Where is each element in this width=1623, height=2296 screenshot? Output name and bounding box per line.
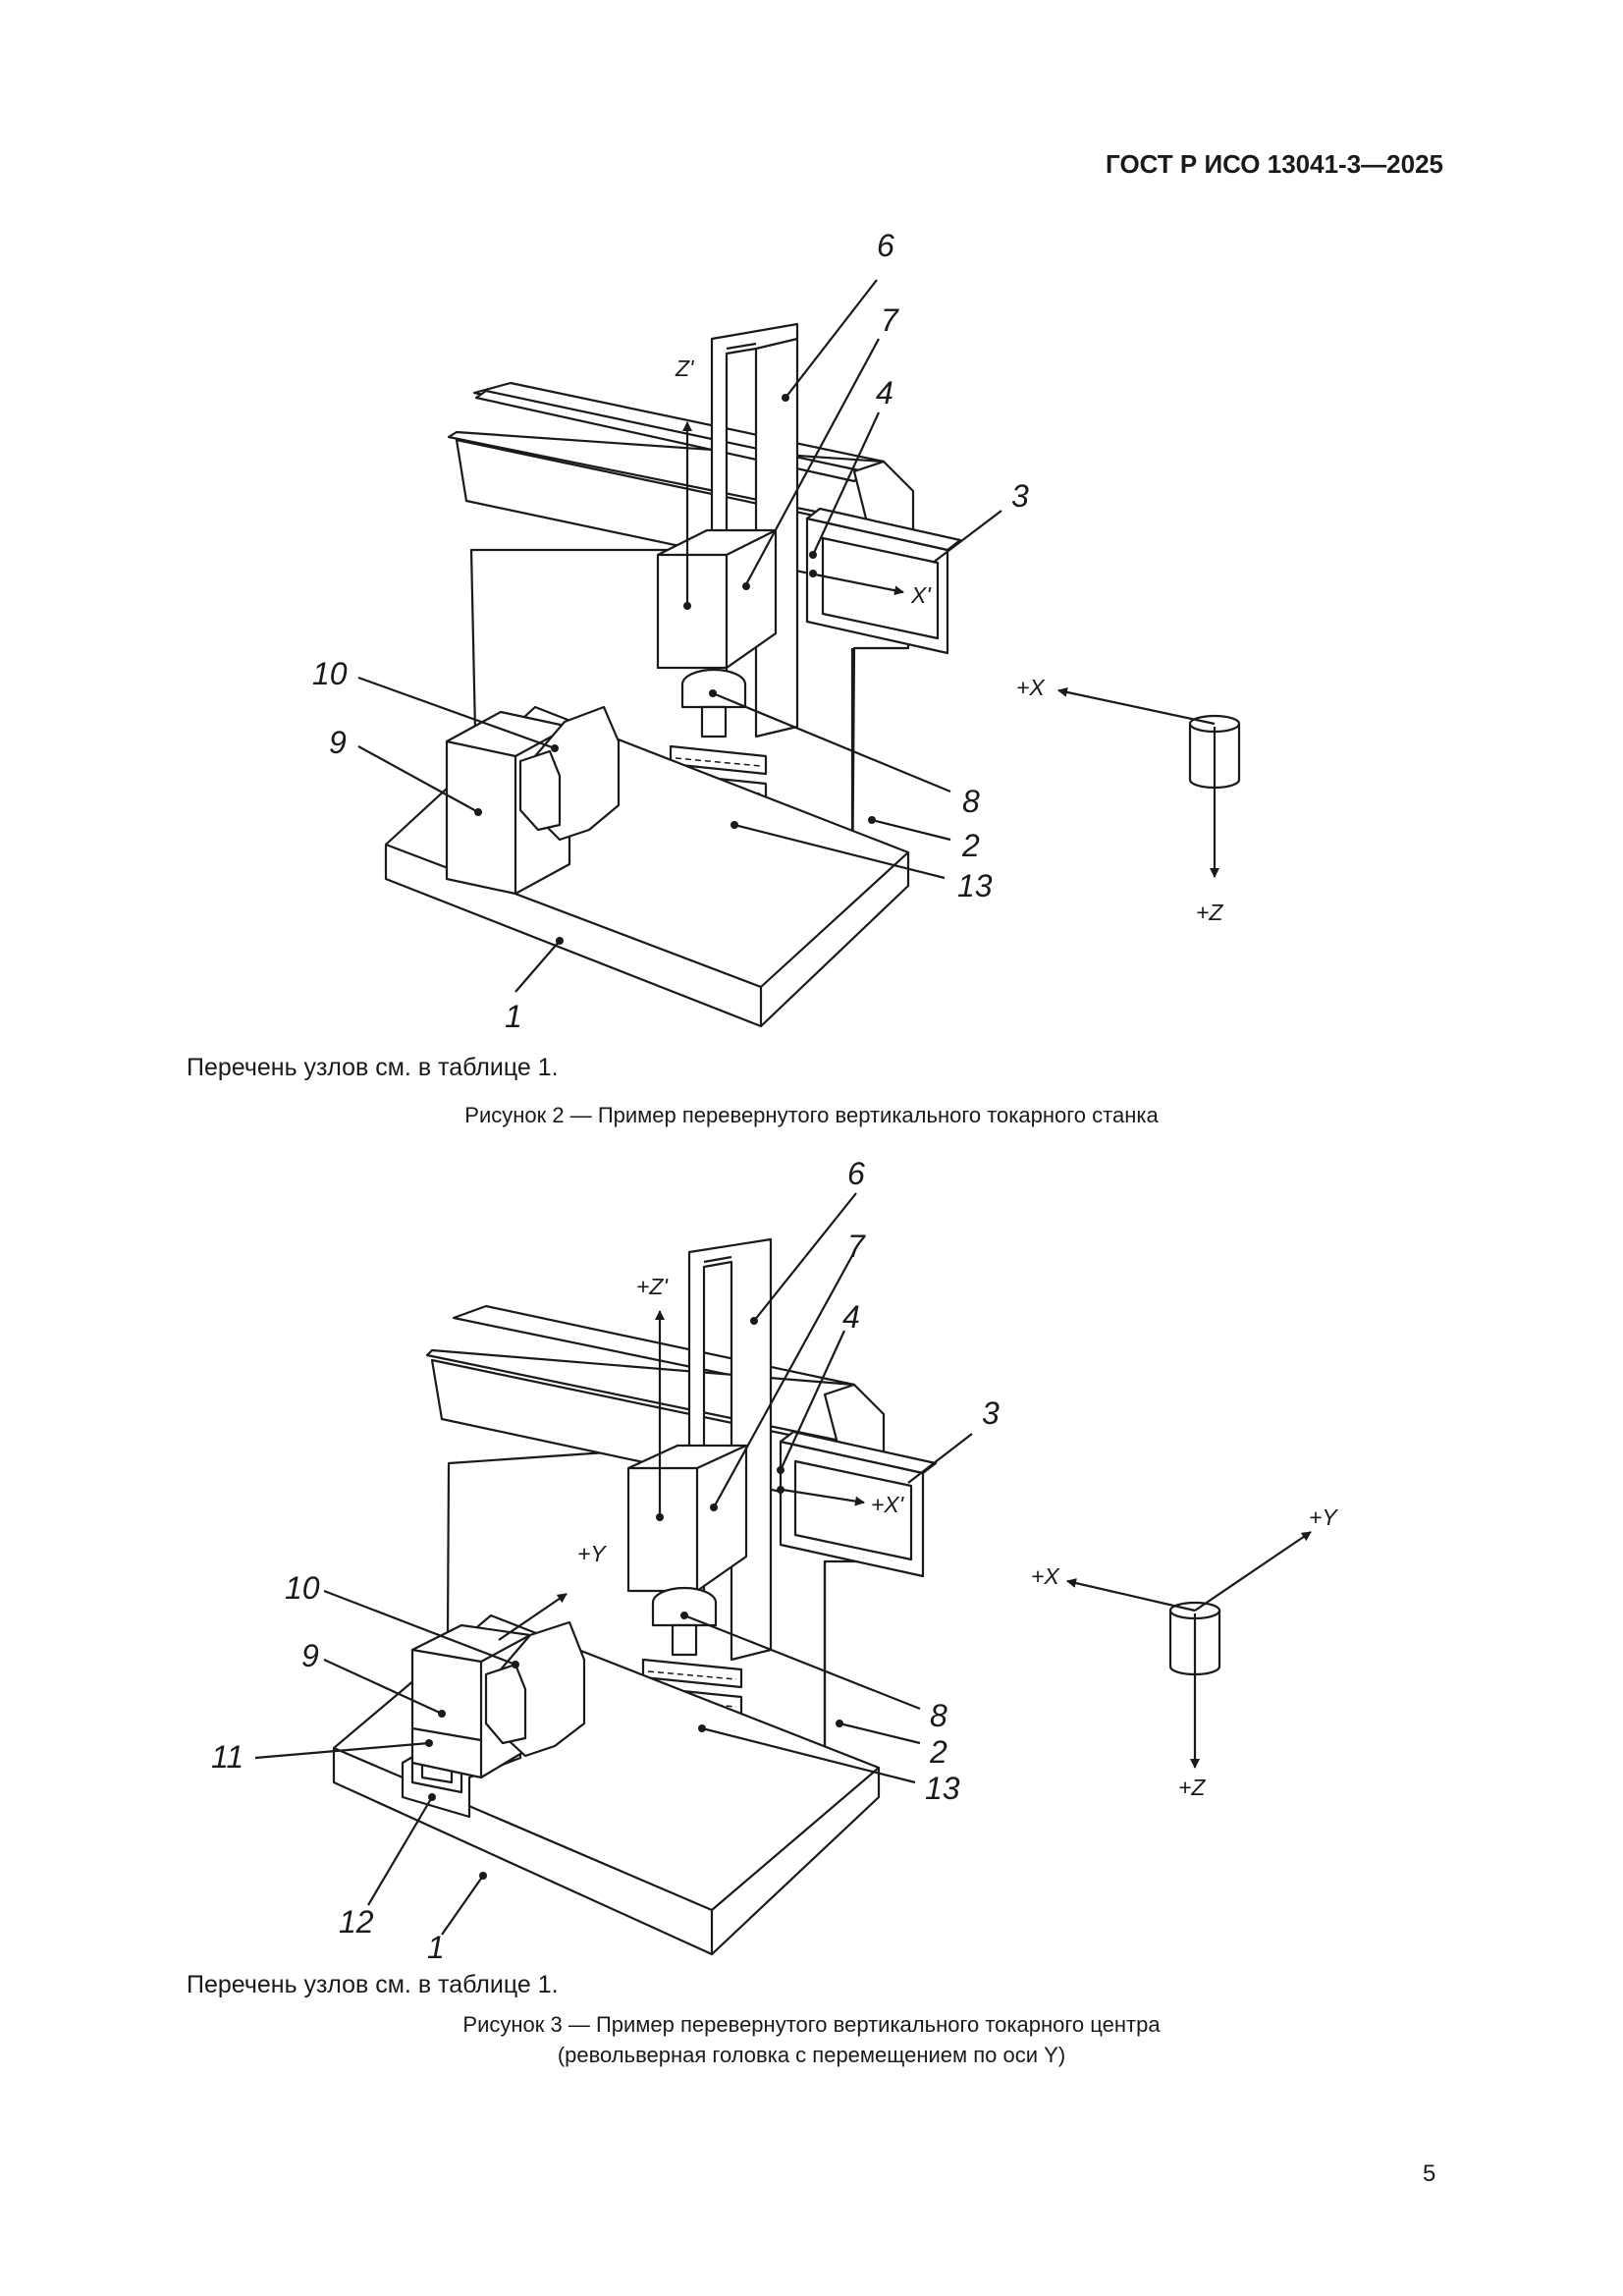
axis-x-prime: +X' [871, 1492, 905, 1517]
figure-2-drawing: 6 7 4 3 10 9 8 2 13 1 Z' X' +X +Z [312, 228, 1241, 1034]
figure-3-caption-line-1: Рисунок 3 — Пример перевернутого вертика… [462, 2012, 1161, 2037]
spindle-head [626, 1444, 748, 1593]
label-4: 4 [876, 375, 893, 410]
figure-2-caption: Рисунок 2 — Пример перевернутого вертика… [464, 1103, 1159, 1127]
axis-x-prime: X' [910, 582, 932, 608]
label-8: 8 [962, 784, 980, 819]
axis-plus-z: +Z [1196, 900, 1223, 925]
label-4: 4 [842, 1299, 860, 1335]
figure-3-note: Перечень узлов см. в таблице 1. [187, 1971, 559, 1998]
figure-3-drawing: 6 7 4 3 10 9 11 8 2 13 12 1 +Z' +X' +Y +… [211, 1156, 1338, 1965]
document-code: ГОСТ Р ИСО 13041-3—2025 [1106, 149, 1443, 179]
label-10: 10 [312, 656, 348, 691]
label-11: 11 [211, 1739, 243, 1775]
axis-plus-z: +Z [1178, 1775, 1206, 1800]
label-6: 6 [877, 228, 894, 263]
figure-3-caption: Рисунок 3 — Пример перевернутого вертика… [0, 2009, 1623, 2070]
label-7: 7 [881, 302, 899, 338]
label-2: 2 [929, 1734, 947, 1770]
axis-plus-x: +X [1016, 675, 1046, 700]
label-7: 7 [847, 1229, 866, 1264]
label-6: 6 [847, 1156, 865, 1191]
label-13: 13 [925, 1771, 960, 1806]
axis-turret-y: +Y [577, 1541, 607, 1566]
label-3: 3 [1011, 478, 1029, 514]
page-number: 5 [1423, 2160, 1436, 2187]
label-10: 10 [285, 1570, 320, 1606]
label-9: 9 [301, 1638, 319, 1673]
figure-2-note: Перечень узлов см. в таблице 1. [187, 1054, 559, 1081]
figure-3-caption-line-2: (револьверная головка с перемещением по … [557, 2043, 1066, 2067]
label-3: 3 [982, 1395, 1000, 1431]
label-13: 13 [957, 868, 993, 903]
label-12: 12 [339, 1904, 374, 1940]
axis-plus-x: +X [1031, 1563, 1060, 1589]
label-9: 9 [329, 725, 347, 760]
label-1: 1 [427, 1930, 445, 1965]
axis-plus-y: +Y [1309, 1504, 1338, 1530]
axis-z-prime: Z' [675, 355, 695, 381]
label-8: 8 [930, 1698, 947, 1733]
label-1: 1 [505, 999, 522, 1034]
label-2: 2 [961, 828, 980, 863]
axis-z-prime: +Z' [636, 1274, 669, 1299]
